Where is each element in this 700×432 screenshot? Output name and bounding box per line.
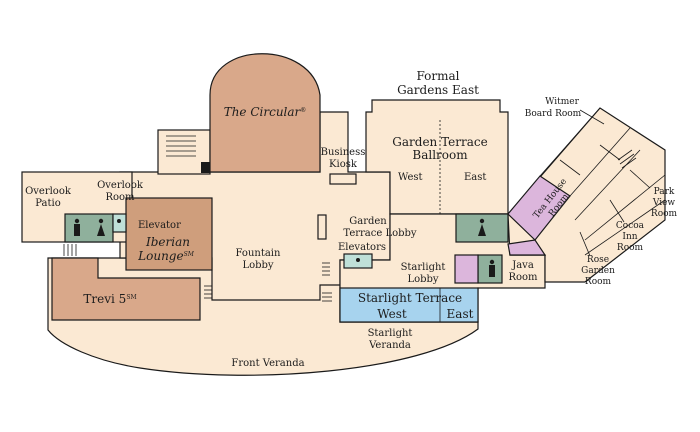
- label-elevators: Elevators: [338, 242, 386, 253]
- label-garden: Garden: [581, 266, 615, 276]
- label-java-room: Room: [508, 272, 538, 283]
- label-the-circular: The Circular®: [224, 105, 307, 119]
- label-starlight-lobby-1: Starlight: [401, 262, 446, 273]
- business-kiosk-box[interactable]: [329, 173, 357, 185]
- label-overlook-room-2: Room: [105, 192, 135, 203]
- leader-lines: [579, 109, 651, 257]
- label-view: View: [652, 198, 676, 208]
- label-garden-lobby-1: Garden: [349, 216, 387, 227]
- label-lounge: LoungeSM: [137, 249, 195, 263]
- stairs-icon: [63, 135, 637, 302]
- java-lavender-room: [507, 239, 547, 256]
- elevator-box[interactable]: [112, 213, 127, 233]
- label-garden-lobby-2: Terrace Lobby: [343, 228, 416, 239]
- label-garden-terrace: Garden Terrace: [392, 135, 487, 149]
- right-wing: [507, 107, 666, 283]
- label-ballroom-east: East: [464, 172, 486, 183]
- restroom-left[interactable]: [64, 213, 114, 243]
- label-front-veranda: Front Veranda: [231, 358, 304, 369]
- label-rose: Rose: [587, 255, 609, 265]
- lobby-pillar: [317, 214, 327, 240]
- trevi-5-room[interactable]: [51, 257, 201, 321]
- label-cocoa: Cocoa: [616, 221, 645, 231]
- starlight-terrace-room[interactable]: [339, 287, 479, 323]
- label-elevator: Elevator: [138, 220, 181, 231]
- label-park: Park: [654, 187, 675, 197]
- label-starlight-veranda-2: Veranda: [368, 340, 411, 351]
- label-java: Java: [511, 260, 534, 271]
- the-circular-room[interactable]: [209, 53, 321, 173]
- label-fountain-lobby: Lobby: [242, 260, 273, 271]
- label-rose-room: Room: [585, 277, 612, 287]
- pillar: [201, 162, 210, 173]
- lavender-room-java: [454, 254, 479, 284]
- label-inn: Inn: [622, 232, 637, 242]
- label-iberian: Iberian: [145, 235, 190, 249]
- label-trevi: Trevi 5SM: [83, 292, 136, 306]
- label-kiosk: Kiosk: [329, 159, 358, 170]
- label-ballroom-west: West: [398, 172, 423, 183]
- restroom-men-icon: [74, 218, 495, 277]
- label-fountain: Fountain: [236, 248, 281, 259]
- label-ballroom: Ballroom: [412, 148, 468, 162]
- label-business: Business: [321, 147, 366, 158]
- label-overlook-patio-1: Overlook: [25, 186, 72, 197]
- label-cocoa-room: Room: [617, 243, 644, 253]
- label-board-room: Board Room: [525, 109, 582, 119]
- label-starlight-terrace: Starlight Terrace: [358, 291, 462, 305]
- label-overlook-patio-2: Patio: [35, 198, 60, 209]
- label-formal: Formal: [416, 69, 459, 83]
- label-starlight-veranda-1: Starlight: [368, 328, 413, 339]
- iberian-lounge-room[interactable]: [125, 197, 213, 271]
- label-overlook-room-1: Overlook: [97, 180, 144, 191]
- label-park-room: Room: [651, 209, 678, 219]
- label-starlight-west: West: [377, 307, 407, 321]
- label-gardens-east: Gardens East: [397, 83, 479, 97]
- label-witmer: Witmer: [545, 97, 579, 107]
- elevator-icon: [117, 219, 360, 262]
- label-starlight-east: East: [447, 307, 474, 321]
- restroom-women-icon: [97, 218, 486, 236]
- label-starlight-lobby-2: Lobby: [407, 274, 438, 285]
- ballroom-area[interactable]: [365, 99, 509, 215]
